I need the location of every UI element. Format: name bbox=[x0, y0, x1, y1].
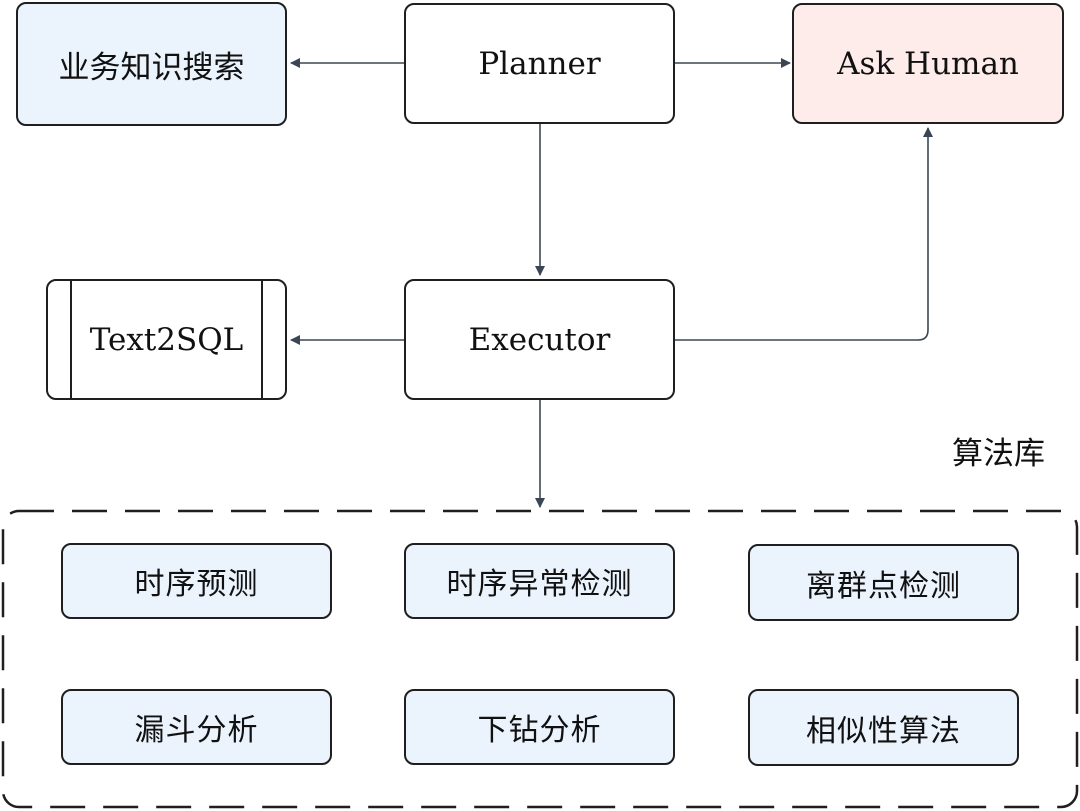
algorithm-library-boundary bbox=[1, 509, 1079, 809]
executor-node: Executor bbox=[404, 279, 675, 400]
algorithm-item-label: 时序异常检测 bbox=[446, 567, 633, 602]
algorithm-item-label: 下钻分析 bbox=[477, 713, 602, 748]
text2sql-right-bar bbox=[261, 281, 263, 398]
arrow-executor-to-ask-human bbox=[674, 127, 933, 341]
business-search-label: 业务知识搜索 bbox=[58, 49, 245, 86]
algorithm-item: 时序异常检测 bbox=[404, 543, 675, 619]
text2sql-left-bar bbox=[70, 281, 72, 398]
business-search-node: 业务知识搜索 bbox=[16, 2, 287, 126]
ask-human-node: Ask Human bbox=[792, 3, 1064, 124]
planner-label: Planner bbox=[478, 45, 601, 82]
algorithm-item: 下钻分析 bbox=[404, 689, 675, 765]
executor-label: Executor bbox=[468, 321, 611, 358]
algorithm-item-label: 相似性算法 bbox=[806, 713, 961, 749]
algorithm-item: 离群点检测 bbox=[748, 544, 1019, 621]
planner-node: Planner bbox=[404, 3, 675, 124]
algorithm-item-label: 离群点检测 bbox=[806, 568, 961, 604]
text2sql-node: Text2SQL bbox=[46, 279, 287, 400]
algorithm-library-title: 算法库 bbox=[952, 436, 1045, 472]
text2sql-label: Text2SQL bbox=[89, 321, 244, 358]
ask-human-label: Ask Human bbox=[837, 45, 1019, 82]
algorithm-item: 相似性算法 bbox=[748, 689, 1019, 766]
algorithm-item-label: 时序预测 bbox=[134, 567, 259, 602]
algorithm-item: 漏斗分析 bbox=[61, 689, 332, 765]
algorithm-item: 时序预测 bbox=[61, 543, 332, 619]
algorithm-item-label: 漏斗分析 bbox=[134, 713, 259, 748]
